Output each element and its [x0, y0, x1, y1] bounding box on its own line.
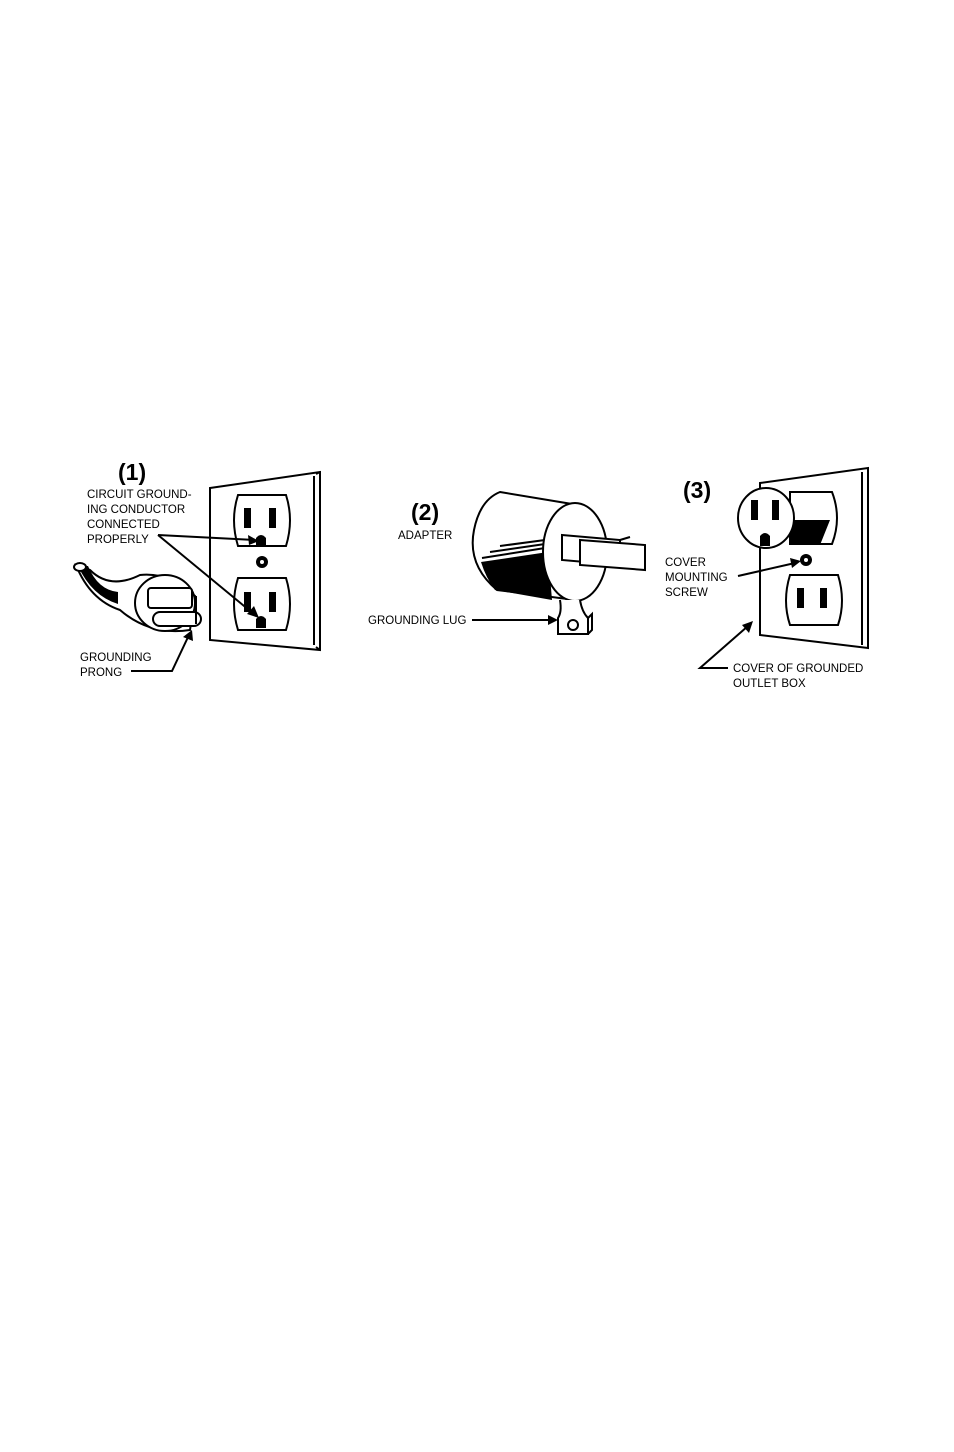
receptacle-upper-3 — [790, 492, 837, 545]
lug-arrow — [548, 615, 558, 625]
three-prong-plug — [74, 563, 201, 631]
figure-2-number: (2) — [411, 499, 439, 525]
adapter-plugged — [738, 488, 794, 548]
figure-3-number: (3) — [683, 477, 711, 503]
plate-screw-slot-3 — [804, 558, 808, 562]
box-arrow — [742, 621, 753, 633]
figure-2: (2) ADAPTER GROUNDING LUG — [368, 492, 645, 634]
box-label: COVER OF GROUNDED OUTLET BOX — [733, 663, 867, 690]
lug-label: GROUNDING LUG — [368, 615, 466, 627]
figure-1: (1) CIRCUIT GROUND- ING CONDUCTOR CONNEC… — [74, 459, 320, 679]
adapter-label: ADAPTER — [398, 530, 452, 542]
plate-screw-slot-1 — [260, 560, 264, 564]
receptacle-lower-3 — [786, 575, 842, 625]
figure-1-number: (1) — [118, 459, 146, 485]
screw-label: COVER MOUNTING SCREW — [665, 557, 731, 599]
prong-label: GROUNDING PRONG — [80, 652, 155, 679]
figure-3: (3) COVER MOUN — [665, 468, 868, 690]
adapter-body — [473, 492, 645, 601]
grounding-lug — [558, 600, 592, 634]
conductor-label: CIRCUIT GROUND- ING CONDUCTOR CONNECTED … — [87, 489, 195, 546]
box-leader — [700, 626, 748, 668]
